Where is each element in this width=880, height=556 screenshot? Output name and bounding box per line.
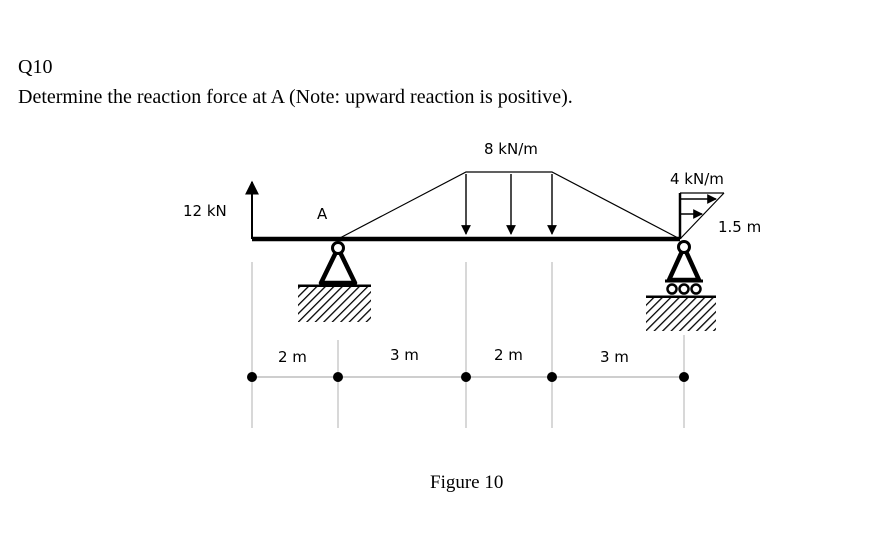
ground-hatch <box>646 298 716 331</box>
triangular-load-label: 4 kN/m <box>670 170 724 188</box>
ground-hatch <box>298 287 371 322</box>
support-a-label: A <box>317 205 328 223</box>
point-load-label: 12 kN <box>183 202 227 220</box>
dimension-line <box>247 372 689 382</box>
span-label-3: 2 m <box>494 346 523 364</box>
roller-wheel <box>690 283 702 295</box>
roller-wheel <box>678 283 690 295</box>
roller-support <box>646 240 716 331</box>
triangular-height-label: 1.5 m <box>718 218 761 236</box>
distributed-load-outline <box>337 171 681 240</box>
dimension-node <box>547 372 557 382</box>
dimension-node <box>247 372 257 382</box>
dimension-node <box>461 372 471 382</box>
pin-support-a <box>298 241 371 322</box>
dimension-node <box>679 372 689 382</box>
span-label-4: 3 m <box>600 348 629 366</box>
dimension-node <box>333 372 343 382</box>
span-label-1: 2 m <box>278 348 307 366</box>
question-number: Q10 <box>18 56 53 78</box>
distributed-load-label: 8 kN/m <box>484 140 538 158</box>
projection-lines <box>251 262 685 428</box>
span-label-2: 3 m <box>390 346 419 364</box>
question-text: Determine the reaction force at A (Note:… <box>18 86 573 108</box>
roller-wheel <box>666 283 678 295</box>
figure-caption: Figure 10 <box>430 472 504 493</box>
